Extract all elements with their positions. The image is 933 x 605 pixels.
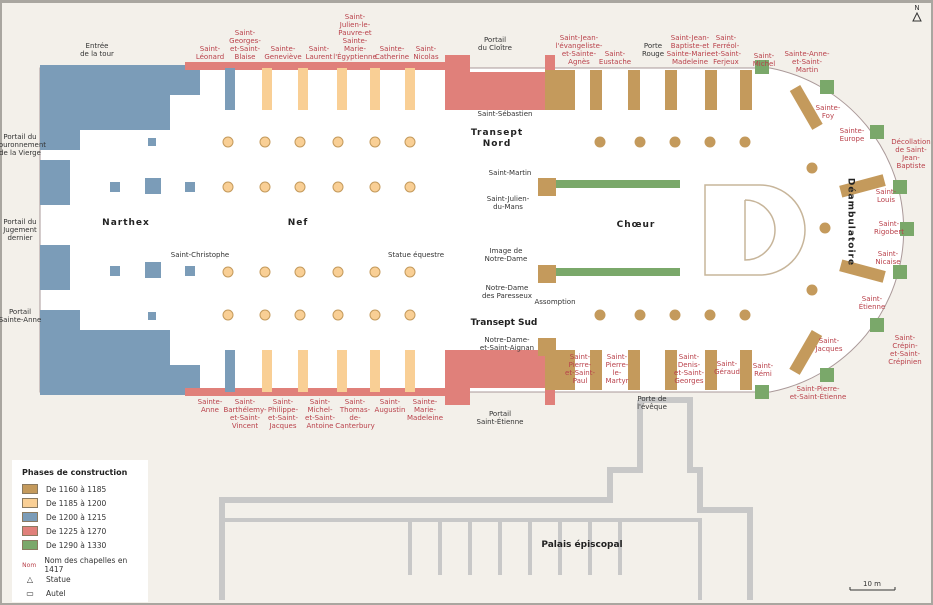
altar-label: Assomption bbox=[534, 298, 576, 306]
chapel-label: Saint- Nicaise bbox=[875, 250, 901, 266]
chapel-label: Saint- Rémi bbox=[752, 362, 774, 378]
chapel-label: Saint- Étienne bbox=[858, 295, 886, 311]
phase-swatch bbox=[22, 512, 38, 522]
area-transept-sud: Transept Sud bbox=[470, 318, 538, 328]
choir-chapels bbox=[545, 70, 886, 390]
chapel-label: Saint- Géraud bbox=[714, 360, 740, 376]
phase-swatch bbox=[22, 540, 38, 550]
label-porte-rouge: Porte Rouge bbox=[641, 42, 665, 58]
legend-phase: De 1185 à 1200 bbox=[22, 496, 138, 510]
legend-nom-label: Nom des chapelles en 1417 bbox=[44, 556, 128, 574]
chapel-label: Sainte- Catherine bbox=[374, 45, 410, 61]
sanctuary-outline bbox=[704, 184, 806, 276]
legend-autel-label: Autel bbox=[46, 588, 66, 598]
phase-swatch bbox=[22, 498, 38, 508]
legend-statue: △ Statue bbox=[22, 572, 138, 586]
altar-label: Saint-Julien- du-Mans bbox=[486, 195, 530, 211]
chapel-label: Saint- Eustache bbox=[598, 50, 632, 66]
phase-label: De 1160 à 1185 bbox=[46, 484, 107, 494]
legend-nom-sample: Nom bbox=[22, 561, 37, 569]
chapel-label: Saint- Ferréol- et-Saint- Ferjeux bbox=[711, 34, 741, 66]
scale-bar bbox=[849, 587, 896, 591]
chapel-label: Saint- Jacques bbox=[815, 337, 843, 353]
label-portail-sainte-anne: Portail Sainte-Anne bbox=[0, 308, 42, 324]
altar-label: Notre-Dame- et-Saint-Aignan bbox=[479, 336, 535, 352]
label-portail-saint-etienne: Portail Saint-Étienne bbox=[476, 410, 524, 426]
chapel-label: Sainte-Anne- et-Saint- Martin bbox=[784, 50, 830, 74]
label-portail-couronnement: Portail du Couronnement de la Vierge bbox=[0, 133, 47, 157]
chapel-label: Saint- Pierre- le- Martyr bbox=[605, 353, 629, 385]
area-deambulatoire: Déambulatoire bbox=[845, 177, 856, 267]
label-entree-tour: Entrée de la tour bbox=[80, 42, 114, 58]
chapel-label: Décollation de Saint-Jean- Baptiste bbox=[891, 138, 931, 170]
legend-nom: Nom Nom des chapelles en 1417 bbox=[22, 556, 138, 574]
nave-chapel-walls bbox=[185, 55, 555, 405]
chapel-label: Saint- Georges- et-Saint- Blaise bbox=[229, 29, 261, 61]
label-porte-eveque: Porte de l'évêque bbox=[637, 395, 667, 411]
chapel-label: Saint- Michel- et-Saint- Antoine bbox=[305, 398, 335, 430]
north-label: N bbox=[914, 4, 920, 12]
scale-label: 10 m bbox=[863, 580, 881, 588]
chapel-label: Saint- Julien-le- Pauvre-et Sainte- Mari… bbox=[333, 13, 377, 61]
phase-label: De 1185 à 1200 bbox=[46, 498, 107, 508]
altar-label: Notre-Dame des Paresseux bbox=[481, 284, 533, 300]
chapel-label: Sainte- Marie- Madeleine bbox=[406, 398, 444, 422]
chapel-label: Saint-Jean- l'évangeliste- et-Sainte- Ag… bbox=[555, 34, 603, 66]
palais-episcopal-outline bbox=[219, 397, 753, 600]
phase-label: De 1200 à 1215 bbox=[46, 512, 107, 522]
chapel-label: Saint- Léonard bbox=[195, 45, 225, 61]
area-transept-nord: Transept Nord bbox=[470, 128, 524, 149]
altar-label: Saint-Martin bbox=[488, 169, 532, 177]
transept-piers bbox=[538, 178, 556, 356]
chapel-label: Saint- Nicolas bbox=[413, 45, 439, 61]
chapel-label: Saint- Denis- et-Saint- Georges bbox=[674, 353, 704, 385]
legend-autel: ▭ Autel bbox=[22, 586, 138, 600]
area-palais-episcopal: Palais épiscopal bbox=[541, 540, 623, 550]
chapel-label: Saint-Crépin- et-Saint- Crépinien bbox=[888, 334, 922, 366]
chapel-label: Saint- Michel bbox=[752, 52, 776, 68]
statue-label: Image de Notre-Dame bbox=[484, 247, 528, 263]
phase-label: De 1290 à 1330 bbox=[46, 540, 107, 550]
chapel-label: Saint-Pierre- et-Saint-Étienne bbox=[789, 385, 847, 401]
chapel-label: Saint- Rigobert bbox=[874, 220, 904, 236]
statue-icon: △ bbox=[26, 574, 34, 584]
chapel-label: Sainte- Geneviève bbox=[264, 45, 302, 61]
legend-phase: De 1160 à 1185 bbox=[22, 482, 138, 496]
phase-label: De 1225 à 1270 bbox=[46, 526, 107, 536]
narthex-piers bbox=[110, 138, 195, 320]
chapel-label: Sainte- Europe bbox=[839, 127, 865, 143]
chapel-label: Saint- Pierre- et-Saint- Paul bbox=[565, 353, 595, 385]
chapel-label: Saint- Philippe- et-Saint- Jacques bbox=[267, 398, 299, 430]
chapel-label: Saint- Thomas- de- Canterbury bbox=[335, 398, 375, 430]
area-nef: Nef bbox=[287, 218, 309, 228]
west-towers bbox=[40, 65, 200, 395]
phase-swatch bbox=[22, 526, 38, 536]
chapel-label: Saint- Louis bbox=[875, 188, 897, 204]
legend-statue-label: Statue bbox=[46, 574, 71, 584]
north-arrow-icon bbox=[912, 11, 922, 22]
chapel-label: Saint- Augustin bbox=[374, 398, 406, 414]
altar-label: Saint-Sébastien bbox=[477, 110, 533, 118]
legend-title: Phases de construction bbox=[22, 468, 128, 477]
chapel-label: Sainte- Foy bbox=[815, 104, 841, 120]
area-choeur: Chœur bbox=[616, 220, 656, 230]
piers bbox=[222, 136, 831, 321]
area-narthex: Narthex bbox=[102, 218, 150, 228]
chapel-label: Sainte- Anne bbox=[197, 398, 223, 414]
legend: Phases de construction De 1160 à 1185 De … bbox=[12, 460, 148, 602]
chapel-label: Saint-Jean- Baptiste-et Sainte-Marie- Ma… bbox=[666, 34, 714, 66]
legend-phase: De 1290 à 1330 bbox=[22, 538, 138, 552]
legend-phase: De 1200 à 1215 bbox=[22, 510, 138, 524]
phase-swatch bbox=[22, 484, 38, 494]
statue-label: Saint-Christophe bbox=[170, 251, 230, 259]
label-portail-cloitre: Portail du Cloître bbox=[478, 36, 512, 52]
statue-label: Statue équestre bbox=[387, 251, 445, 259]
choir-screens bbox=[545, 60, 914, 399]
chapel-label: Saint- Laurent bbox=[305, 45, 333, 61]
label-portail-jugement: Portail du Jugement dernier bbox=[3, 218, 37, 242]
altar-icon: ▭ bbox=[26, 588, 34, 598]
chapel-label: Saint- Barthélemy- et-Saint- Vincent bbox=[223, 398, 267, 430]
legend-phase: De 1225 à 1270 bbox=[22, 524, 138, 538]
